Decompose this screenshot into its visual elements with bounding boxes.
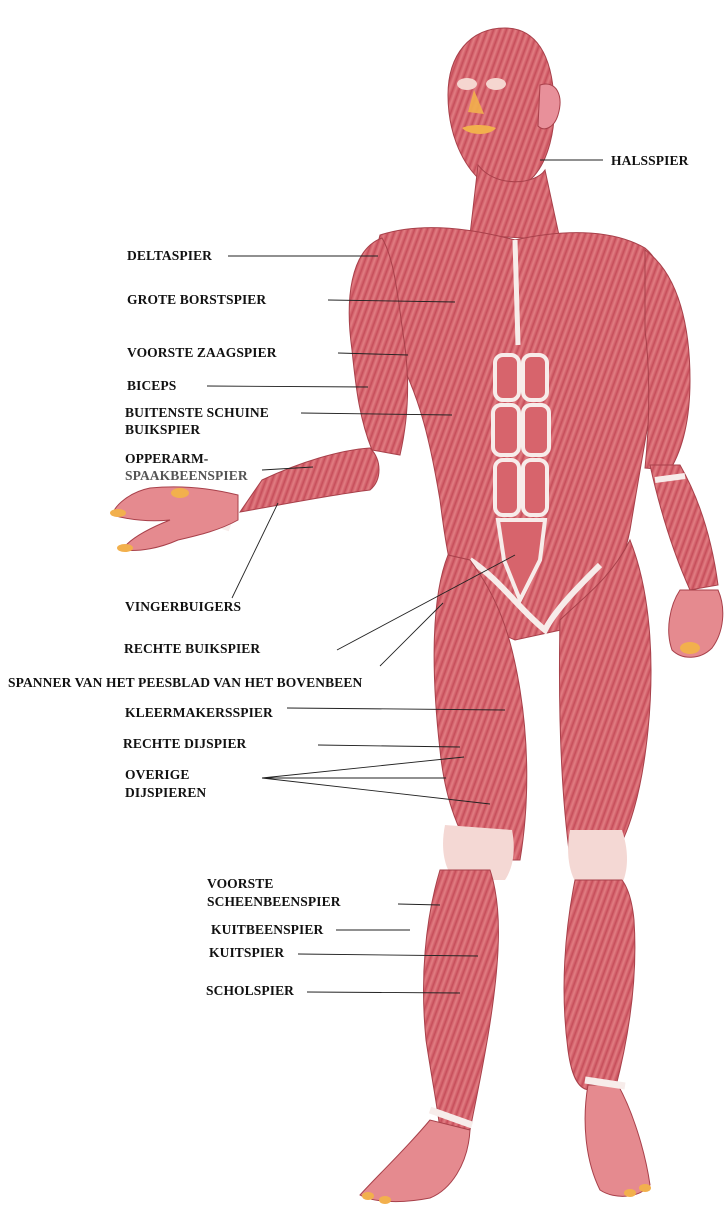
left-upper-arm [645, 250, 690, 470]
label-overige-2: DIJSPIEREN [125, 785, 206, 801]
right-foot [360, 1120, 470, 1202]
head [448, 28, 554, 188]
right-forearm [240, 448, 379, 512]
label-overige-1: OVERIGE [125, 767, 189, 783]
left-lower-leg [564, 880, 635, 1090]
label-deltaspier: DELTASPIER [127, 248, 212, 264]
label-vingerbuigers: VINGERBUIGERS [125, 599, 241, 615]
label-spanner: SPANNER VAN HET PEESBLAD VAN HET BOVENBE… [8, 675, 362, 691]
label-opperarm-1: OPPERARM- [125, 451, 208, 467]
label-biceps: BICEPS [127, 378, 176, 394]
label-rechte-buikspier: RECHTE BUIKSPIER [124, 641, 260, 657]
left-eye [457, 78, 477, 90]
leader-biceps [207, 386, 368, 387]
label-kuitspier: KUITSPIER [209, 945, 284, 961]
ear [538, 84, 560, 129]
left-forearm [650, 465, 718, 590]
label-buitenste-schuine-2: BUIKSPIER [125, 422, 200, 438]
label-voorste-scheen-2: SCHEENBEENSPIER [207, 894, 341, 910]
label-halsspier: HALSSPIER [611, 153, 688, 169]
label-grote-borstspier: GROTE BORSTSPIER [127, 292, 266, 308]
label-buitenste-schuine-1: BUITENSTE SCHUINE [125, 405, 269, 421]
body-figure [110, 28, 723, 1204]
leader-spanner [380, 603, 443, 666]
label-scholspier: SCHOLSPIER [206, 983, 294, 999]
label-voorste-scheen-1: VOORSTE [207, 876, 273, 892]
right-eye [486, 78, 506, 90]
leader-overige-1 [262, 757, 464, 778]
label-kuitbeenspier: KUITBEENSPIER [211, 922, 323, 938]
label-voorste-zaagspier: VOORSTE ZAAGSPIER [127, 345, 277, 361]
label-rechte-dijspier: RECHTE DIJSPIER [123, 736, 246, 752]
left-thumbnail [680, 642, 700, 654]
label-opperarm-2: SPAAKBEENSPIER [125, 468, 248, 484]
label-kleermakersspier: KLEERMAKERSSPIER [125, 705, 273, 721]
right-lower-leg [424, 870, 499, 1130]
leader-vingerbuigers [232, 503, 278, 598]
leader-rechte-dijspier [318, 745, 460, 747]
left-foot [585, 1085, 650, 1196]
